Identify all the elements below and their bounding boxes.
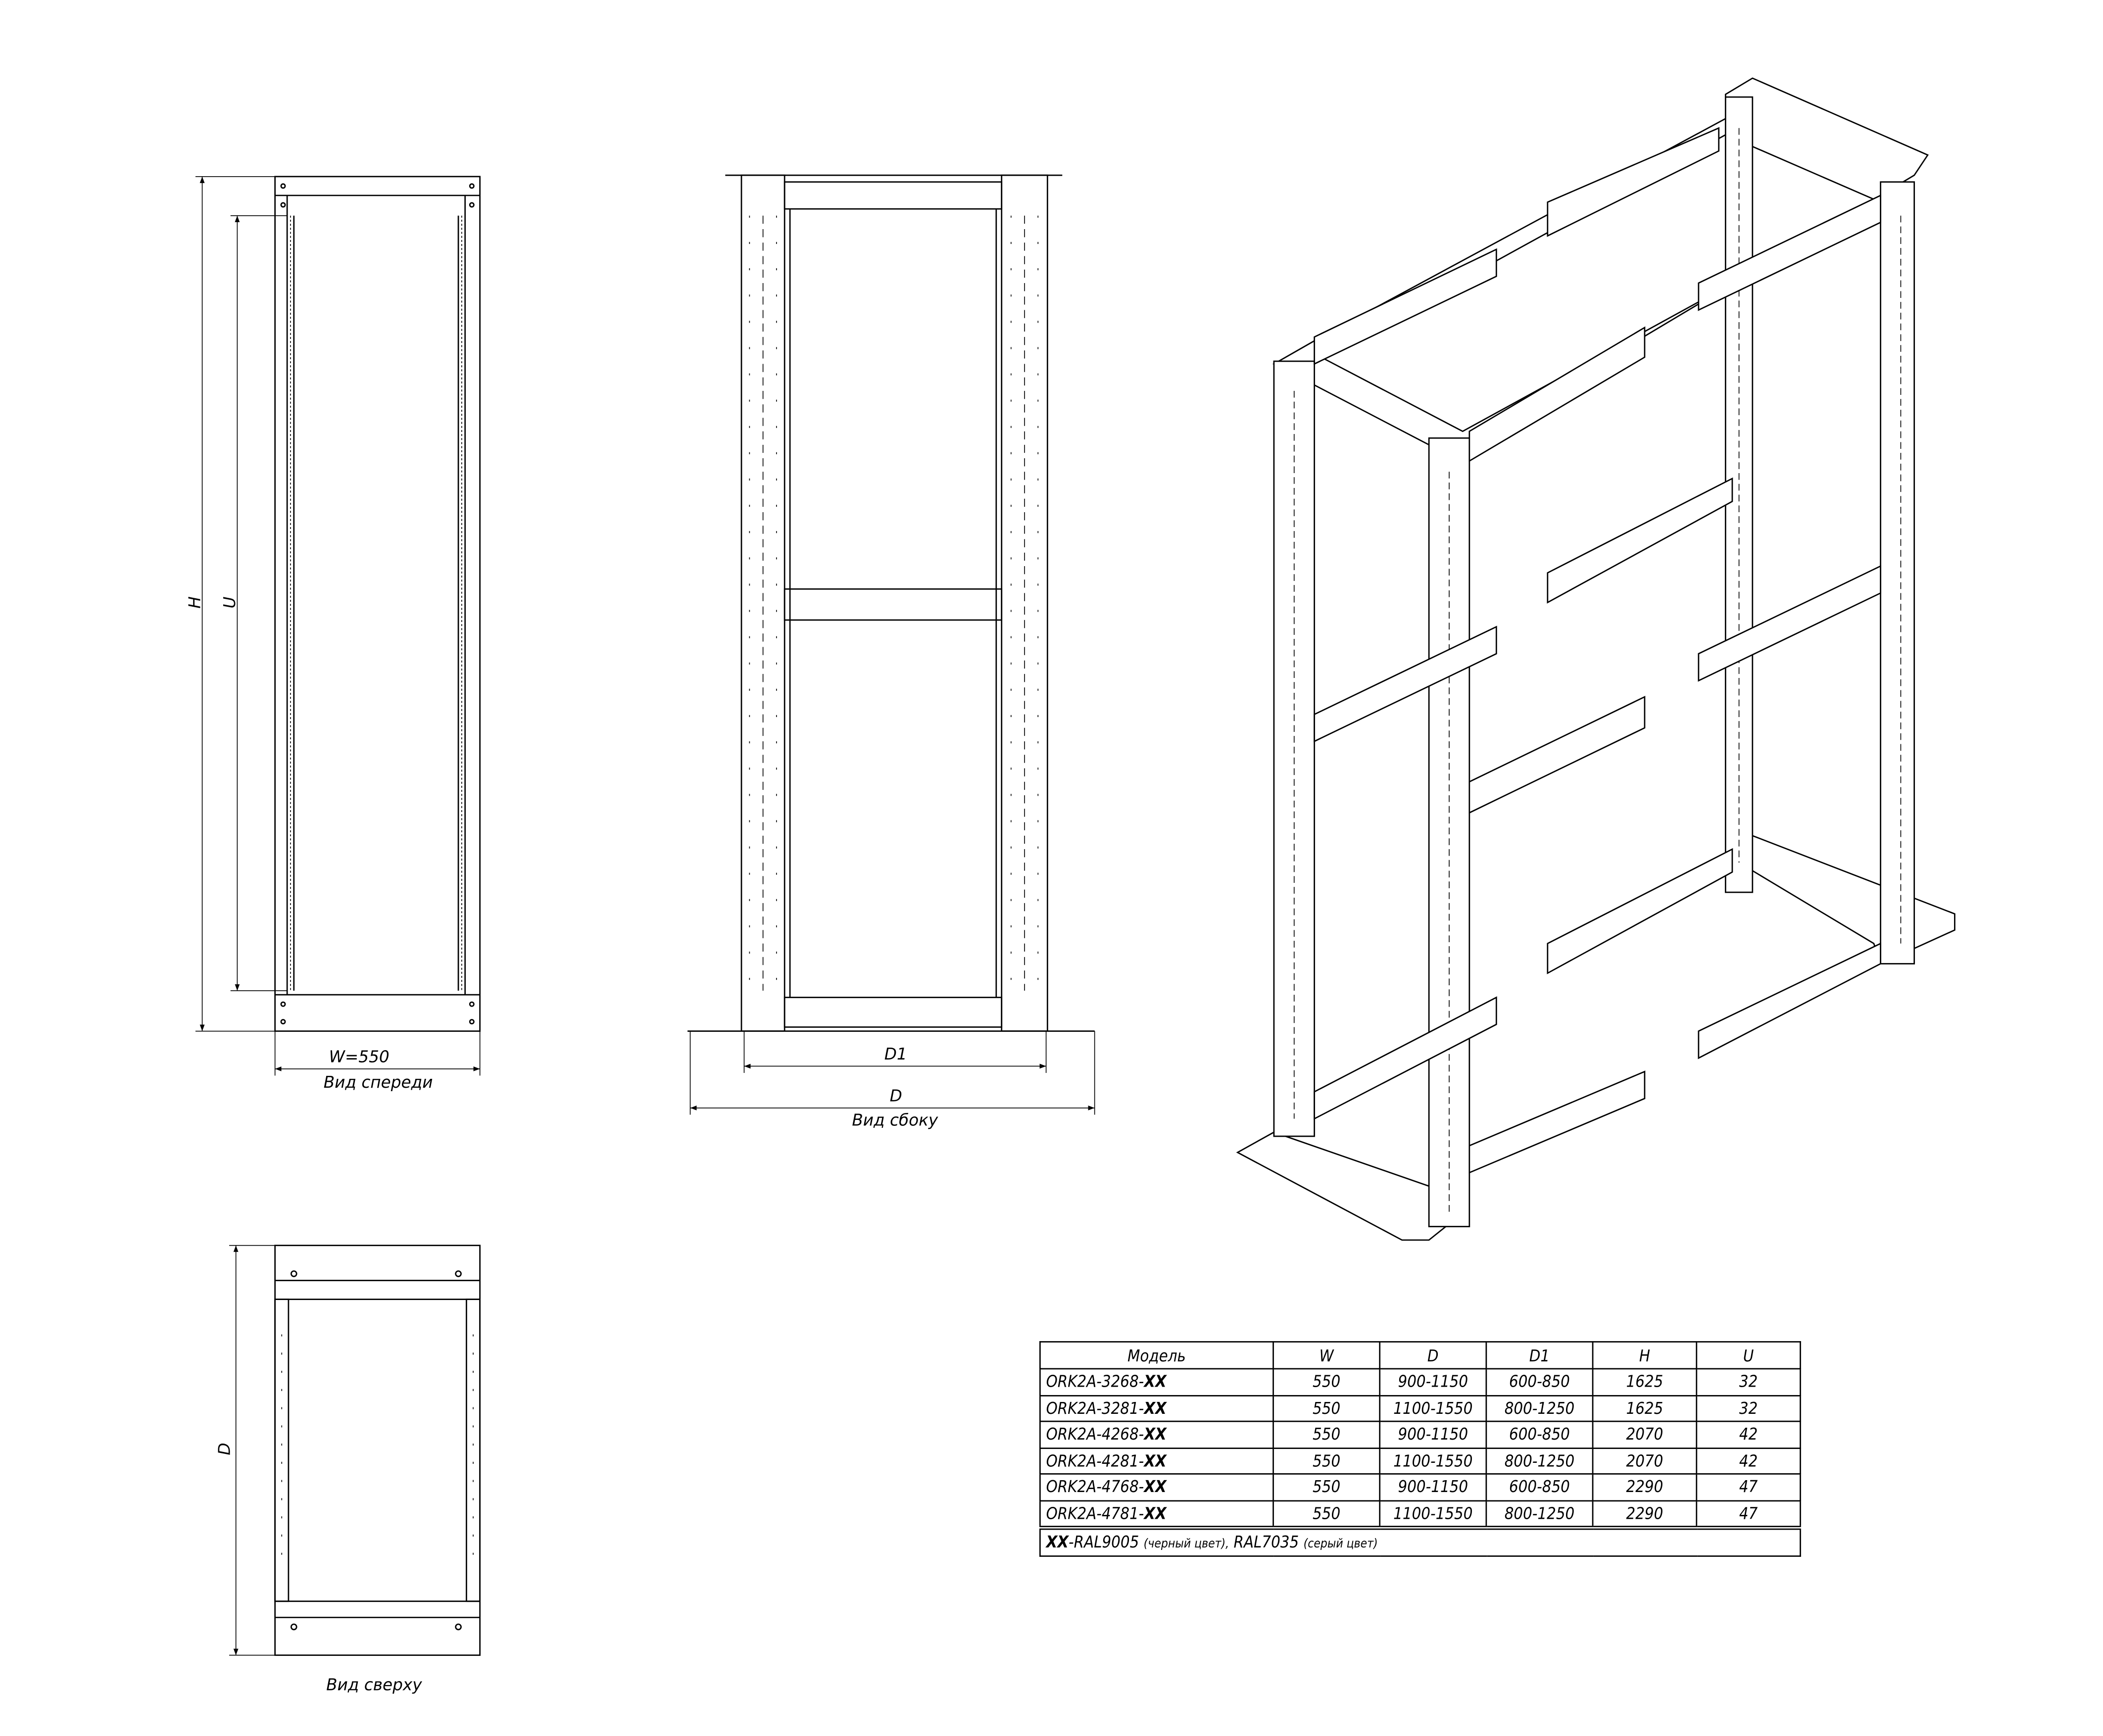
front-width-dim-label: W=550 — [329, 1047, 390, 1066]
d-cell: 900-1150 — [1379, 1420, 1487, 1448]
model-name: ORK2A-3268- — [1046, 1372, 1144, 1392]
d-cell: 1100-1550 — [1379, 1447, 1487, 1475]
spec-table-note-row: XX-RAL9005 (черный цвет), RAL7035 (серый… — [1039, 1527, 1801, 1556]
h-cell: 1625 — [1592, 1368, 1698, 1396]
model-cell: ORK2A-3281-XX — [1039, 1394, 1274, 1422]
u-cell: 32 — [1696, 1368, 1801, 1396]
h-cell: 1625 — [1592, 1394, 1698, 1422]
column-header: Модель — [1039, 1341, 1274, 1370]
front-height-dim-label: H — [185, 596, 204, 609]
w-cell: 550 — [1272, 1420, 1381, 1448]
u-cell: 32 — [1696, 1394, 1801, 1422]
model-suffix: XX — [1144, 1398, 1167, 1418]
d-cell: 900-1150 — [1379, 1473, 1487, 1501]
top-d-dim-label: D — [215, 1443, 234, 1455]
d1-cell: 800-1250 — [1485, 1447, 1594, 1475]
model-suffix: XX — [1144, 1425, 1167, 1444]
model-cell: ORK2A-3268-XX — [1039, 1368, 1274, 1396]
note-ral2: RAL7035 — [1233, 1533, 1299, 1552]
d-cell: 1100-1550 — [1379, 1394, 1487, 1422]
note-ral1: -RAL9005 — [1068, 1533, 1139, 1552]
model-suffix: XX — [1144, 1372, 1167, 1392]
side-view-caption: Вид сбоку — [852, 1110, 938, 1130]
model-name: ORK2A-3281- — [1046, 1398, 1144, 1418]
top-view — [229, 1245, 481, 1656]
w-cell: 550 — [1272, 1368, 1381, 1396]
model-cell: ORK2A-4781-XX — [1039, 1499, 1274, 1530]
model-name: ORK2A-4768- — [1046, 1477, 1144, 1496]
model-suffix: XX — [1144, 1477, 1167, 1496]
h-cell: 2070 — [1592, 1420, 1698, 1448]
side-d-dim-label: D — [889, 1086, 902, 1106]
d1-cell: 800-1250 — [1485, 1394, 1594, 1422]
u-cell: 47 — [1696, 1473, 1801, 1501]
w-cell: 550 — [1272, 1394, 1381, 1422]
d-cell: 900-1150 — [1379, 1368, 1487, 1396]
w-cell: 550 — [1272, 1447, 1381, 1475]
model-suffix: XX — [1144, 1451, 1167, 1470]
note-ral1-desc: (черный цвет), — [1143, 1538, 1229, 1552]
u-cell: 42 — [1696, 1447, 1801, 1475]
h-cell: 2290 — [1592, 1499, 1698, 1530]
top-view-caption: Вид сверху — [326, 1675, 422, 1694]
model-cell: ORK2A-4268-XX — [1039, 1420, 1274, 1448]
model-cell: ORK2A-4281-XX — [1039, 1447, 1274, 1475]
d1-cell: 600-850 — [1485, 1473, 1594, 1501]
h-cell: 2290 — [1592, 1473, 1698, 1501]
column-header: W — [1272, 1341, 1381, 1370]
front-units-dim-label: U — [220, 596, 240, 609]
color-note: XX-RAL9005 (черный цвет), RAL7035 (серый… — [1039, 1527, 1801, 1556]
d1-cell: 600-850 — [1485, 1420, 1594, 1448]
model-suffix: XX — [1144, 1503, 1167, 1523]
model-name: ORK2A-4281- — [1046, 1451, 1144, 1470]
model-name: ORK2A-4268- — [1046, 1425, 1144, 1444]
side-view — [687, 174, 1095, 1115]
front-view-caption: Вид спереди — [323, 1073, 433, 1092]
d1-cell: 600-850 — [1485, 1368, 1594, 1396]
column-header: U — [1696, 1341, 1801, 1370]
d-cell: 1100-1550 — [1379, 1499, 1487, 1530]
column-header: D1 — [1485, 1341, 1594, 1370]
front-view — [195, 176, 481, 1076]
column-header: H — [1592, 1341, 1698, 1370]
model-cell: ORK2A-4768-XX — [1039, 1473, 1274, 1501]
note-ral2-desc: (серый цвет) — [1303, 1538, 1378, 1552]
model-name: ORK2A-4781- — [1046, 1503, 1144, 1523]
column-header: D — [1379, 1341, 1487, 1370]
w-cell: 550 — [1272, 1499, 1381, 1530]
u-cell: 42 — [1696, 1420, 1801, 1448]
h-cell: 2070 — [1592, 1447, 1698, 1475]
note-code: XX — [1046, 1533, 1069, 1552]
side-d1-dim-label: D1 — [884, 1044, 907, 1063]
w-cell: 550 — [1272, 1473, 1381, 1501]
d1-cell: 800-1250 — [1485, 1499, 1594, 1530]
u-cell: 47 — [1696, 1499, 1801, 1530]
isometric-view — [1236, 77, 1956, 1241]
